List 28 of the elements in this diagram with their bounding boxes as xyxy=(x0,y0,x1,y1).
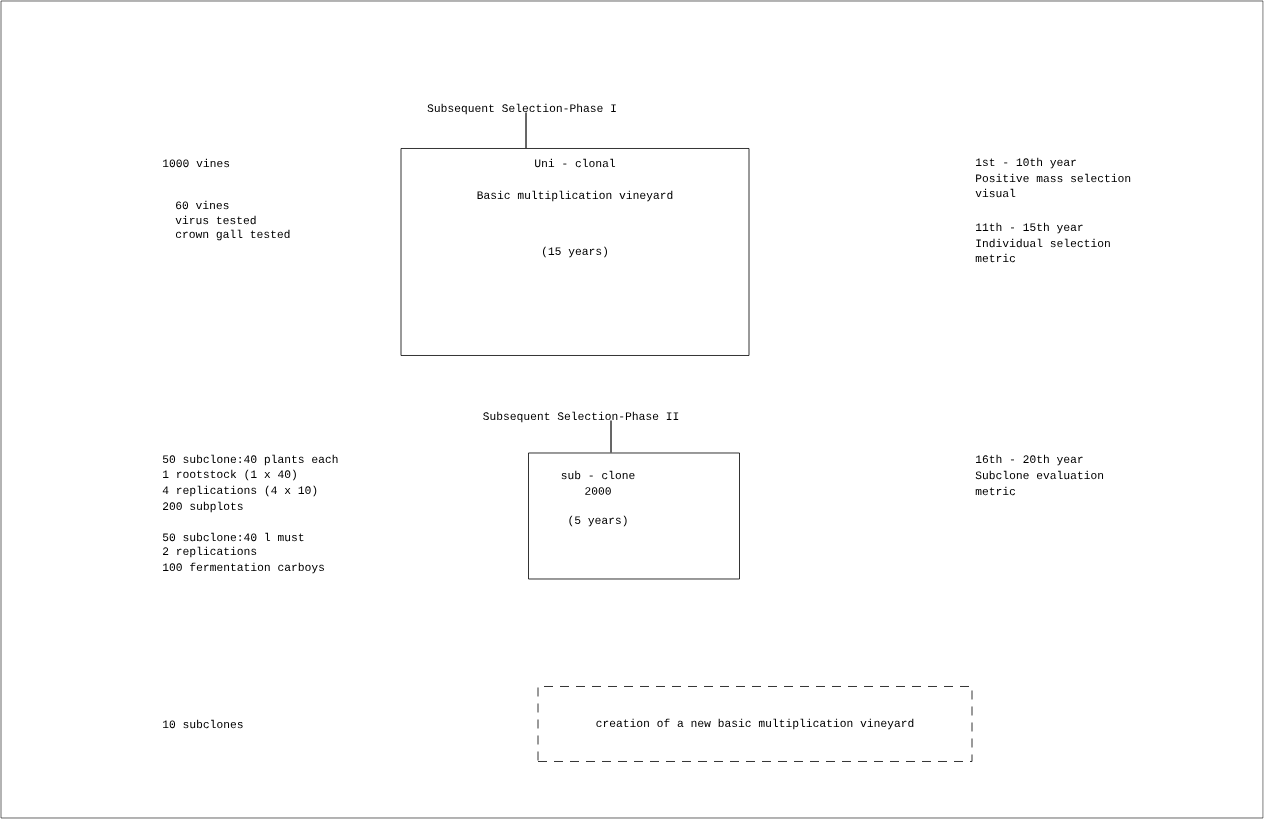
phase-heading: Subsequent Selection-Phase I xyxy=(427,103,616,115)
connector-line xyxy=(525,111,527,149)
note-text: 100 fermentation carboys xyxy=(163,562,324,574)
note-text: 16th - 20th year xyxy=(976,454,1083,466)
note-text: 10 subclones xyxy=(163,719,243,729)
note-text: metric xyxy=(975,253,1016,263)
note-text: 200 subplots xyxy=(163,501,243,513)
note-text: 50 subclone:40 l must xyxy=(162,532,304,542)
note-text: Positive mass selection xyxy=(976,173,1131,183)
note-text: virus tested xyxy=(175,215,256,225)
note-text: 2 replications xyxy=(163,546,257,558)
note-text: crown gall tested xyxy=(175,229,290,241)
note-text: Subclone evaluation xyxy=(975,470,1104,480)
note-text: 1000 vines xyxy=(163,158,230,168)
note-text: 4 replications (4 x 10) xyxy=(162,485,317,497)
connector-line xyxy=(610,419,612,454)
note-text: Individual selection xyxy=(976,238,1110,248)
process-box: Uni - clonal Basic multiplication vineyard (15 years) xyxy=(400,148,750,356)
dashed-box: creation of a new basic multiplication vineyard xyxy=(537,686,973,762)
note-text: 11th - 15th year xyxy=(976,222,1083,234)
note-text: 60 vines xyxy=(176,200,229,210)
note-text: 50 subclone:40 plants each xyxy=(162,454,338,466)
note-text: 1 rootstock (1 x 40) xyxy=(163,469,296,481)
phase-heading: Subsequent Selection-Phase II xyxy=(483,411,679,423)
note-text: metric xyxy=(975,486,1016,496)
note-text: 1st - 10th year xyxy=(976,157,1076,169)
process-box: sub - clone 2000 (5 years) xyxy=(528,452,740,580)
note-text: visual xyxy=(975,188,1016,198)
